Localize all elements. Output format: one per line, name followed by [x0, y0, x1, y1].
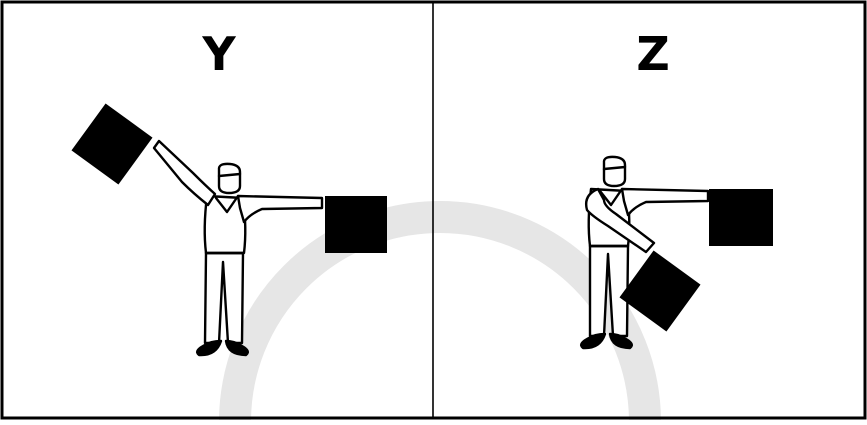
right-shoe [224, 339, 249, 357]
panel-y: Y [71, 27, 387, 357]
legs [203, 251, 245, 345]
left-flag [71, 103, 153, 185]
watermark [219, 201, 661, 423]
right-arm [236, 194, 324, 224]
signaller-z [580, 155, 710, 350]
panel-z: Z [580, 27, 773, 350]
left-flag [619, 250, 701, 332]
right-arm [620, 187, 710, 217]
letter-y-label: Y [201, 27, 236, 81]
left-shoe [196, 339, 223, 357]
right-flag [709, 189, 773, 246]
letter-z-label: Z [636, 27, 669, 81]
left-arm [584, 187, 656, 254]
right-shoe [608, 332, 633, 350]
left-arm [152, 139, 217, 207]
signaller-y [152, 139, 324, 357]
head [217, 162, 242, 195]
right-flag [325, 196, 387, 253]
left-shoe [580, 332, 607, 350]
head [602, 155, 627, 188]
